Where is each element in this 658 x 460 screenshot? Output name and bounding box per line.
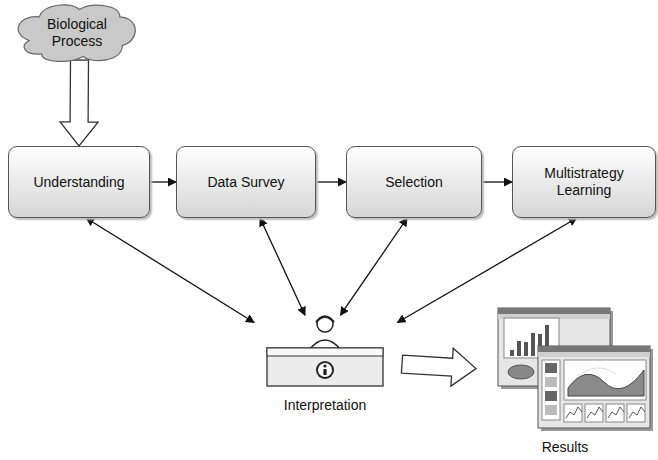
connector bbox=[260, 218, 305, 315]
node-label: Multistrategy Learning bbox=[521, 165, 647, 199]
connector bbox=[150, 181, 176, 182]
block-arrow bbox=[401, 348, 476, 386]
node-label: Selection bbox=[385, 174, 443, 191]
block-arrow bbox=[60, 60, 98, 146]
results-screens: Results bbox=[476, 300, 654, 456]
cloud-path bbox=[18, 5, 135, 62]
node-label: Understanding bbox=[33, 174, 124, 191]
process-box: Data Survey bbox=[176, 146, 316, 218]
connector bbox=[340, 218, 407, 315]
process-box: Understanding bbox=[8, 146, 150, 218]
node-label: Interpretation bbox=[248, 397, 402, 414]
connector bbox=[482, 181, 512, 182]
process-box: Selection bbox=[346, 146, 482, 218]
connector bbox=[397, 218, 576, 322]
analyst-desk: Interpretation bbox=[248, 310, 402, 414]
node-label: Results bbox=[476, 439, 654, 456]
connector bbox=[86, 218, 254, 322]
process-cloud: Biological Process bbox=[14, 2, 140, 64]
process-box: Multistrategy Learning bbox=[512, 146, 656, 218]
screenshots bbox=[476, 300, 654, 456]
node-label: Data Survey bbox=[207, 174, 284, 191]
node-label: Biological Process bbox=[36, 16, 118, 50]
connector bbox=[316, 181, 346, 182]
